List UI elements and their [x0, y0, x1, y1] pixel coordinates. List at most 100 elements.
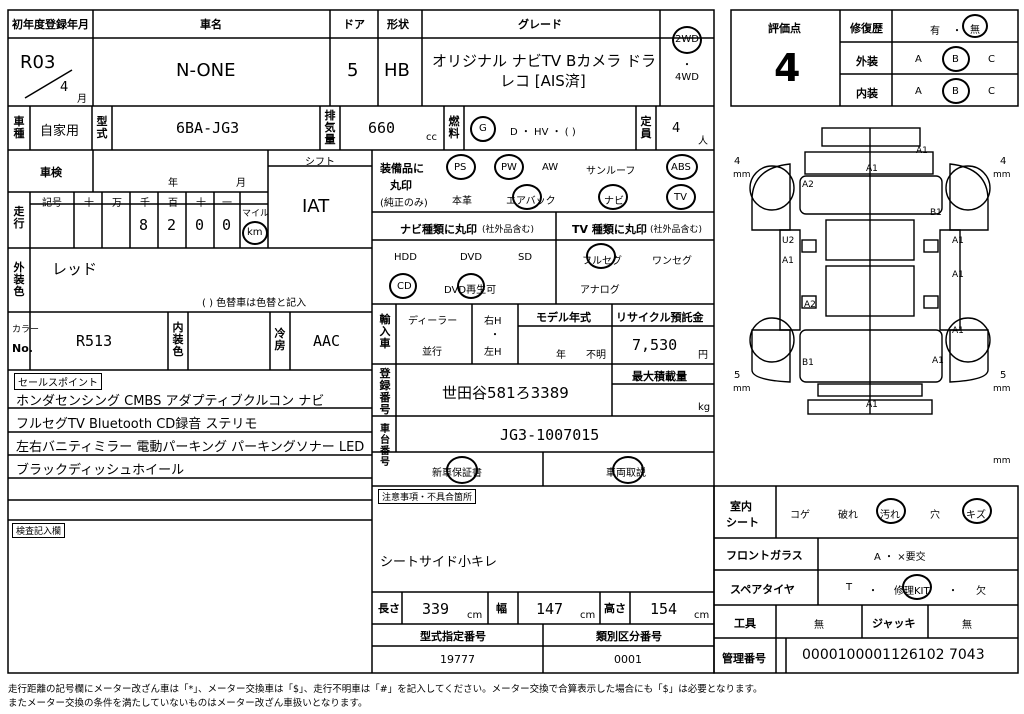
manual-circle: [612, 456, 644, 484]
spare-dot-1: ・: [868, 586, 878, 597]
diagram-mark: A1: [866, 400, 878, 410]
model-label: 型式: [96, 115, 108, 140]
spare-t: T: [846, 582, 853, 593]
exterior-a: A: [915, 54, 922, 65]
repair-label: 修復歴: [850, 22, 883, 35]
length: 339: [422, 600, 450, 618]
digit-3: 2: [167, 216, 177, 234]
repair-yes: 有: [930, 26, 940, 37]
repair-no: 無: [970, 25, 980, 36]
ext-color-label: 外装色: [13, 261, 25, 298]
digit-label-2: 千: [140, 198, 150, 209]
tools: 無: [814, 620, 824, 631]
seat-stain: 汚れ: [880, 510, 900, 521]
dvd-play-circle: [457, 273, 485, 299]
shape-label: 形状: [387, 18, 409, 31]
equip-airbag: エアバック: [506, 196, 556, 207]
notes-label: 注意事項・不具合箇所: [378, 489, 477, 504]
displacement-label: 排気量: [324, 109, 336, 146]
recycle-label: リサイクル預託金: [616, 311, 704, 324]
usage: 自家用: [40, 124, 80, 139]
fuel-circle: [470, 116, 496, 142]
spare-missing: 欠: [976, 586, 986, 597]
max-load-label: 最大積載量: [632, 370, 687, 383]
shift: IAT: [302, 196, 330, 217]
registration: 世田谷581ろ3389: [442, 384, 569, 402]
airbag-circle: [512, 184, 542, 210]
color-no-label-1: カラー: [12, 325, 40, 335]
tire-right-top: 4: [1000, 156, 1007, 167]
reg-year: R03: [20, 52, 56, 73]
spare-mm: mm: [993, 456, 1011, 466]
ps-circle: [446, 154, 476, 180]
exterior-circle: [942, 46, 970, 72]
equip-aw: AW: [542, 162, 559, 173]
model-year-unknown: 不明: [586, 350, 606, 361]
diagram-mark: U2: [782, 236, 795, 246]
seat-tear: 破れ: [838, 510, 858, 521]
equip-leather: 本革: [452, 196, 472, 207]
height-unit: cm: [694, 610, 710, 621]
navi-sd: SD: [518, 252, 533, 263]
import-dot: ・: [490, 330, 500, 341]
manual: 車両取説: [606, 468, 646, 479]
digit-label-3: 百: [168, 198, 178, 209]
jack-label: ジャッキ: [872, 617, 916, 630]
color-no: R513: [76, 332, 113, 350]
notes-text: シートサイド小キレ: [380, 555, 498, 570]
shape: HB: [384, 60, 410, 81]
diagram-mark: A1: [952, 236, 964, 246]
ext-color: レッド: [52, 260, 98, 278]
reg-month: 4: [60, 80, 69, 95]
scratch-circle: [962, 498, 992, 524]
tv-type-sub: (社外品含む): [650, 225, 703, 235]
drive-2wd: 2WD: [675, 34, 699, 45]
inspection-year: 年: [168, 178, 178, 189]
width-label: 幅: [496, 602, 507, 615]
chassis-label: 車台番号: [380, 424, 390, 468]
interior-seat-label-1: 室内: [730, 500, 752, 513]
seat-hole: 穴: [930, 510, 940, 521]
tire-left-top: 4: [734, 156, 741, 167]
spare-kit: 修理KIT: [894, 586, 930, 597]
aircon: AAC: [313, 332, 341, 350]
drive-circle: [672, 26, 702, 54]
import-label: 輸入車: [379, 313, 391, 350]
sales-line-3: 左右バニティミラー 電動パーキング パーキングソナー LED: [16, 440, 365, 455]
digit-2: 8: [139, 216, 149, 234]
digit-label-1: 万: [112, 198, 122, 209]
car-name: N-ONE: [176, 60, 236, 81]
diagram-mark: B1: [802, 358, 814, 368]
height-label: 高さ: [604, 602, 626, 615]
model-year-year: 年: [556, 350, 566, 361]
registration-label: 登録番号: [379, 367, 391, 416]
mgmt-number: 0000100001126102 7043: [802, 647, 985, 663]
length-label: 長さ: [378, 602, 400, 615]
import-lh: 左H: [484, 347, 502, 358]
doors-label: ドア: [343, 18, 365, 31]
diagram-mark: A1: [952, 270, 964, 280]
km-circle: [242, 221, 268, 245]
car-diagram: [749, 127, 991, 415]
import-rh: 右H: [484, 316, 502, 327]
tv-analog: アナログ: [580, 285, 620, 296]
interior-seat-label-2: シート: [726, 516, 759, 529]
height: 154: [650, 600, 678, 618]
ext-color-note: ( ) 色替車は色替と記入: [202, 298, 307, 309]
equip-abs: ABS: [671, 162, 691, 173]
chassis: JG3-1007015: [500, 426, 600, 444]
digit-label-0: 十: [84, 198, 94, 209]
digit-label-5: 一: [222, 198, 232, 209]
cc-unit: cc: [426, 132, 437, 143]
sales-line-1: ホンダセンシング CMBS アダプティブクルコン ナビ: [16, 394, 325, 409]
mile-label: マイル: [242, 209, 270, 219]
drive-4wd: 4WD: [675, 72, 699, 83]
navi-hdd: HDD: [394, 252, 417, 263]
color-no-label-2: No.: [12, 342, 33, 355]
aircon-label: 冷房: [274, 327, 286, 352]
windshield: A ・ ×要交: [874, 552, 926, 563]
inspection-notes-label: 検査記入欄: [12, 523, 66, 538]
fuel-label: 燃料: [448, 115, 460, 140]
